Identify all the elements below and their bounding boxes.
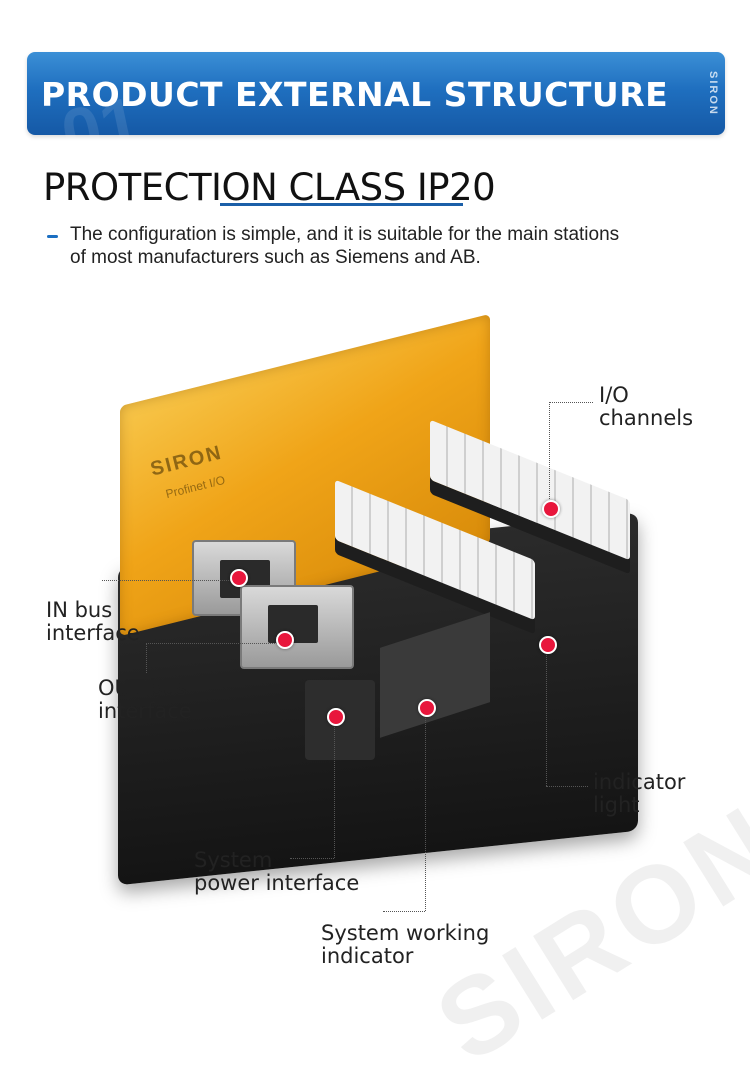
indicator-light-leader-h — [546, 786, 588, 787]
io-channels-label: I/O channels — [599, 383, 694, 430]
description-text: The configuration is simple, and it is s… — [70, 224, 620, 268]
io-channels-marker — [542, 500, 560, 518]
headline-underline — [220, 203, 463, 206]
system-working-leader-v — [425, 706, 426, 911]
banner-brand-logo: SIRON — [707, 70, 719, 116]
system-working-indicator-label: System working indicator — [321, 921, 490, 968]
system-working-leader-h — [383, 911, 425, 912]
system-working-marker — [418, 699, 436, 717]
bullet-dash-icon — [47, 235, 58, 238]
system-power-leader-h — [290, 858, 334, 859]
in-bus-interface-label: IN bus interface — [46, 598, 140, 645]
system-power-marker — [327, 708, 345, 726]
indicator-light-label: indicator light — [593, 770, 686, 817]
indicator-light-marker — [539, 636, 557, 654]
out-bus-marker — [276, 631, 294, 649]
in-bus-leader-h — [102, 580, 237, 581]
out-bus-leader-v — [146, 643, 147, 673]
out-bus-leader-h — [146, 643, 283, 644]
in-bus-marker — [230, 569, 248, 587]
banner-title: PRODUCT EXTERNAL STRUCTURE — [41, 75, 669, 114]
system-power-leader-v — [334, 715, 335, 858]
io-channels-leader-v — [549, 402, 550, 507]
indicator-light-leader-v — [546, 643, 547, 786]
page-headline: PROTECTION CLASS IP20 — [43, 166, 496, 209]
io-channels-leader-h — [549, 402, 593, 403]
out-bus-rj45-port — [240, 585, 354, 669]
out-bus-interface-label: OUT bus interface — [98, 676, 192, 723]
title-banner: 01 PRODUCT EXTERNAL STRUCTURE SIRON — [27, 52, 725, 174]
system-power-interface-label: System power interface — [194, 848, 360, 895]
